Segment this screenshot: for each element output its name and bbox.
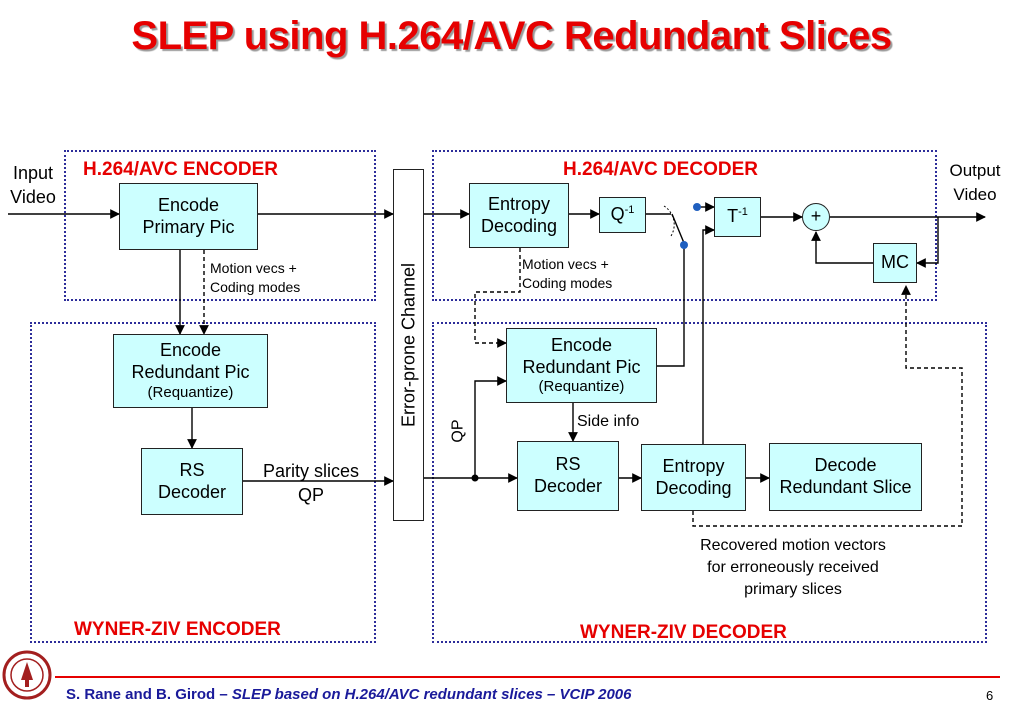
recovered-mv-label: Recovered motion vectors for erroneously…	[700, 537, 886, 598]
wire-switch-lower-to-encode	[657, 247, 685, 367]
switch-contact-top	[693, 203, 701, 211]
footer-citation: S. Rane and B. Girod – SLEP based on H.2…	[66, 686, 632, 703]
encode-primary-pic-block: Encode Primary Pic	[119, 183, 258, 250]
output-video-label: Output Video	[949, 161, 1001, 204]
rs-decoder-encoder-block: RS Decoder	[141, 448, 243, 515]
parity-qp-label: Parity slices QP	[262, 461, 360, 505]
inverse-quantizer-block: Q-1	[599, 197, 646, 233]
arrow-dashed-recovered-mv	[692, 285, 963, 527]
adder-block: +	[802, 203, 830, 231]
encode-redundant-pic-encoder-block: Encode Redundant Pic (Requantize)	[113, 334, 268, 408]
junction-dot	[471, 474, 479, 482]
page-title: SLEP using H.264/AVC Redundant Slices	[131, 14, 892, 58]
arrow-mc-to-plus	[811, 231, 873, 264]
error-prone-channel: Error-prone Channel	[393, 169, 424, 521]
page-number: 6	[986, 688, 994, 703]
entropy-decoding-avc-block: Entropy Decoding	[469, 183, 569, 248]
motion-vecs-decoder-label: Motion vecs + Coding modes	[522, 256, 613, 291]
arrow-qp-to-encode-redundant	[474, 376, 507, 478]
rs-decoder-decoder-block: RS Decoder	[517, 441, 619, 511]
motion-compensation-block: MC	[873, 243, 917, 283]
wz-decoder-title: WYNER-ZIV DECODER	[580, 622, 787, 643]
qp-decoder-label: QP	[449, 419, 467, 443]
wz-encoder-title: WYNER-ZIV ENCODER	[74, 619, 281, 640]
avc-decoder-title: H.264/AVC DECODER	[563, 159, 758, 180]
side-info-label: Side info	[577, 413, 640, 430]
inverse-transform-block: T-1	[714, 197, 761, 237]
university-seal-icon	[2, 650, 52, 700]
switch-arc	[663, 205, 675, 237]
arrow-output-to-mc	[916, 217, 939, 268]
input-video-label: Input Video	[10, 163, 56, 207]
switch-blade	[671, 213, 685, 244]
wire-decode-slice-to-t	[702, 225, 715, 476]
entropy-decoding-wz-block: Entropy Decoding	[641, 444, 746, 511]
arrow-dashed-mv-to-encode	[474, 248, 521, 348]
wz-encoder-region	[30, 322, 376, 643]
switch-contact-bottom	[680, 241, 688, 249]
avc-encoder-region	[64, 150, 376, 301]
encode-redundant-pic-decoder-block: Encode Redundant Pic (Requantize)	[506, 328, 657, 403]
channel-label: Error-prone Channel	[398, 262, 418, 428]
decode-redundant-slice-block: Decode Redundant Slice	[769, 443, 922, 511]
motion-vecs-encoder-label: Motion vecs + Coding modes	[210, 260, 301, 295]
avc-encoder-title: H.264/AVC ENCODER	[83, 159, 278, 180]
footer-divider	[55, 676, 1000, 678]
wz-decoder-region	[432, 322, 987, 643]
